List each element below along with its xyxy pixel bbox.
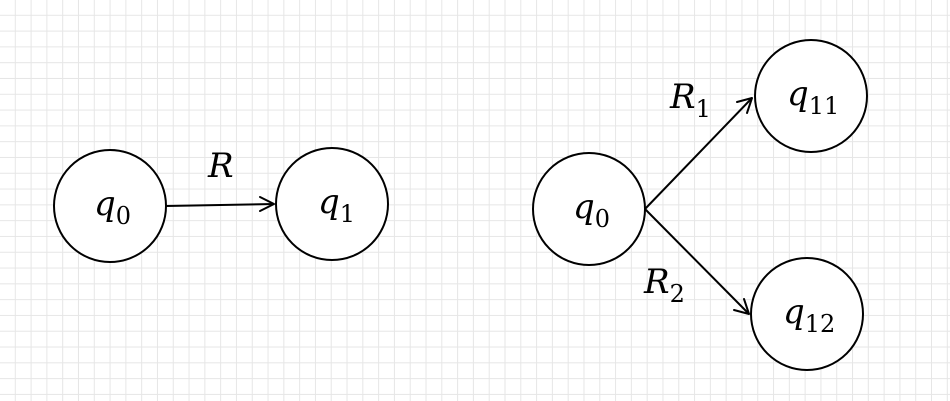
state-q12-label: q12 bbox=[783, 292, 835, 338]
state-right-q0-label: q0 bbox=[573, 187, 610, 233]
left-diagram: R q0 q1 bbox=[53, 146, 389, 263]
transition-r-arrow bbox=[165, 203, 275, 207]
transition-r2-label: R2 bbox=[643, 262, 685, 308]
state-right-q0[interactable]: q0 bbox=[532, 152, 646, 266]
state-left-q1-circle bbox=[275, 147, 389, 261]
state-left-q0-circle bbox=[53, 149, 167, 263]
state-q11[interactable]: q11 bbox=[754, 39, 868, 153]
right-diagram: R1 R2 q0 q11 q12 bbox=[532, 39, 868, 371]
state-q12-circle bbox=[750, 257, 864, 371]
state-left-q0[interactable]: q0 bbox=[53, 149, 167, 263]
transition-r2-arrow bbox=[644, 208, 750, 315]
state-q11-circle bbox=[754, 39, 868, 153]
state-left-q0-label: q0 bbox=[94, 184, 131, 230]
state-left-q1-label: q1 bbox=[318, 182, 355, 228]
transition-r1-arrowhead bbox=[736, 97, 753, 114]
transition-r1-arrow bbox=[644, 97, 753, 210]
transition-r-arrowhead bbox=[259, 196, 275, 212]
state-q11-label: q11 bbox=[787, 74, 839, 120]
transition-r-label: R bbox=[207, 146, 234, 186]
state-right-q0-circle bbox=[532, 152, 646, 266]
transition-r1-label: R1 bbox=[669, 77, 711, 123]
state-q12[interactable]: q12 bbox=[750, 257, 864, 371]
transition-r2-arrowhead bbox=[733, 298, 750, 315]
state-left-q1[interactable]: q1 bbox=[275, 147, 389, 261]
